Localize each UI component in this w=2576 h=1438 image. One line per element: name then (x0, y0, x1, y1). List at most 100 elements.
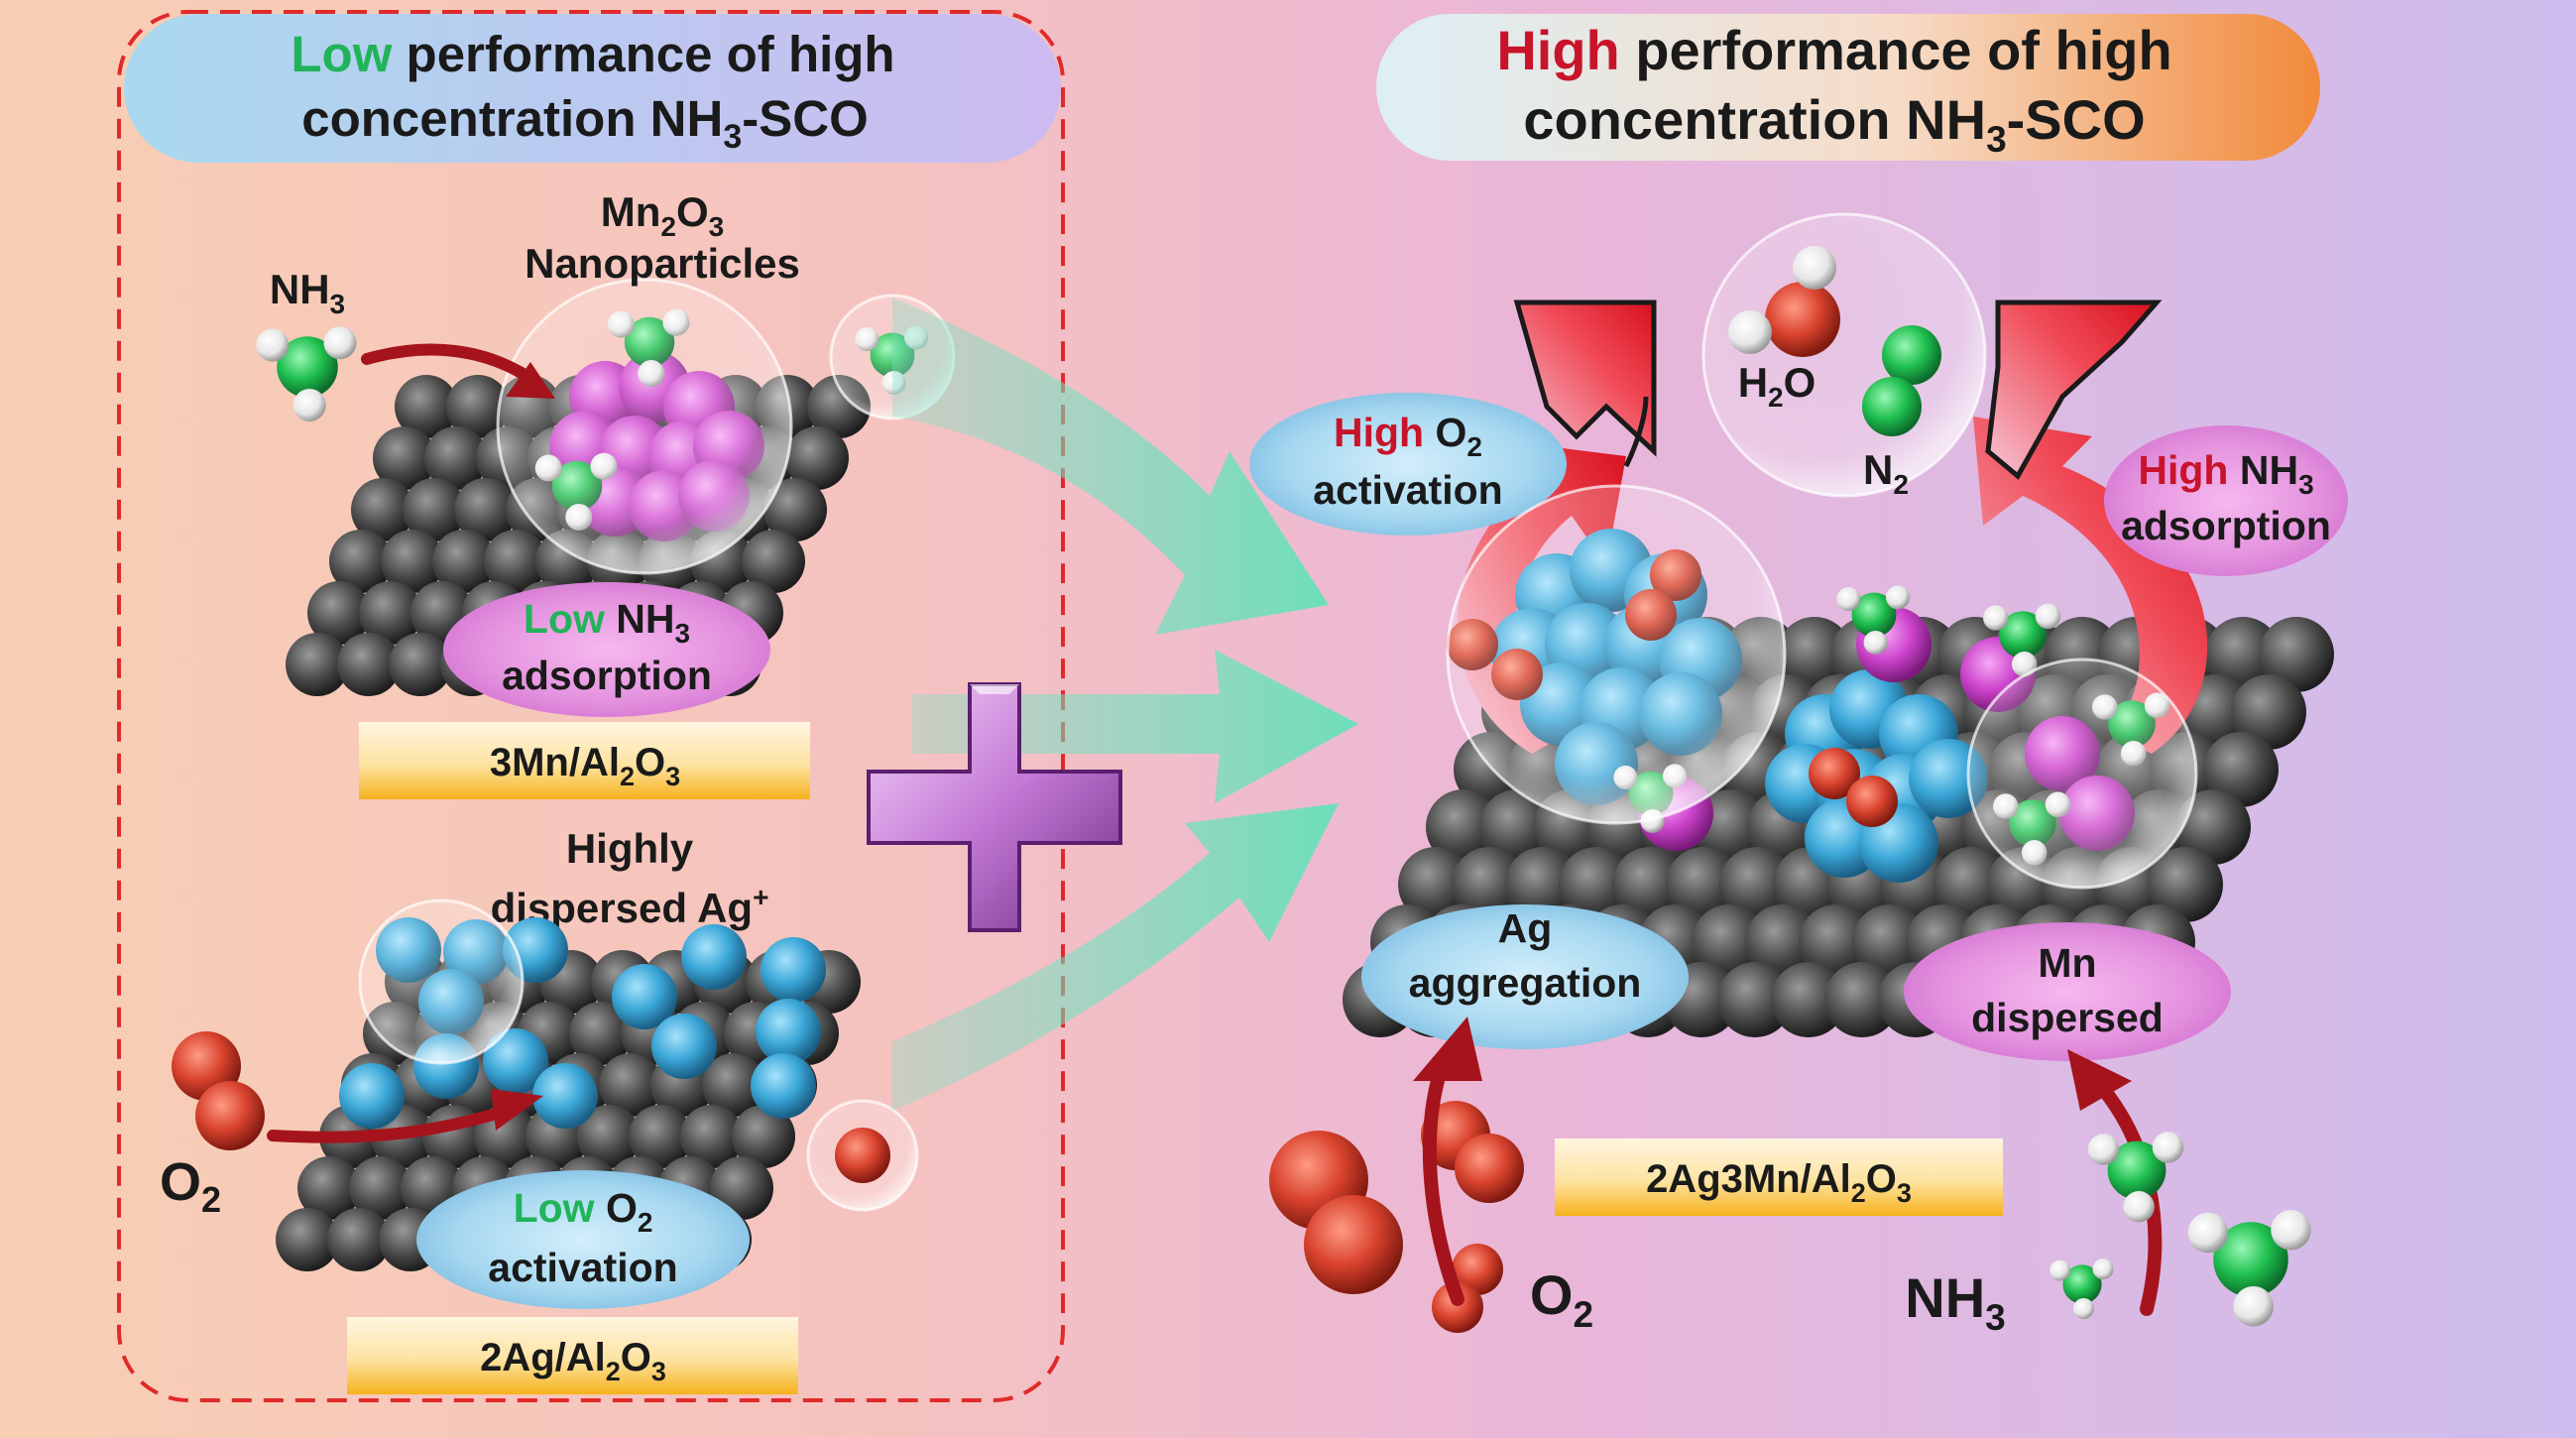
ag-aggregation-badge: Ag aggregation (1361, 904, 1689, 1049)
n-atom (1999, 611, 2047, 659)
ag-atom (751, 1053, 816, 1119)
h-atom (2092, 1258, 2114, 1280)
high-nh3-adsorption-badge: High NH3 adsorption (2104, 425, 2348, 576)
h2o-label: H2O (1738, 359, 1816, 413)
support-sphere (1799, 904, 1874, 980)
mn-cluster-bubble-right (1966, 658, 2198, 890)
svg-text:2Ag3Mn/Al2O3: 2Ag3Mn/Al2O3 (1646, 1157, 1912, 1208)
o2-activation-arrowhead (491, 1089, 543, 1131)
h-atom (2152, 1132, 2184, 1163)
products-bubble (1701, 212, 1987, 498)
n-atom (2062, 1264, 2102, 1304)
support-sphere (327, 1208, 391, 1271)
ag-atom (612, 964, 677, 1029)
o-atom (1809, 748, 1860, 799)
left-title-line1: performance of high (392, 26, 894, 82)
mn-cluster-bubble (496, 278, 793, 575)
mn-dispersed-badge: Mn dispersed (1904, 922, 2231, 1061)
support-sphere (381, 530, 444, 593)
n2-molecule (1862, 325, 1941, 436)
support-sphere (337, 633, 401, 696)
support-sphere (763, 478, 827, 541)
catalyst-bar-3mn: 3Mn/Al2O3 (359, 722, 810, 799)
support-sphere (702, 1053, 765, 1117)
high-o2-activation-badge: High O2 activation (1249, 393, 1567, 536)
n-atom (1851, 592, 1897, 638)
svg-text:Mn: Mn (2038, 940, 2096, 986)
o2-label-left: O2 (160, 1152, 221, 1220)
h-atom (256, 328, 290, 362)
catalyst-bar-2ag: 2Ag/Al2O3 (347, 1317, 798, 1394)
nanoparticles-label: Nanoparticles (525, 240, 800, 287)
h-atom (2087, 1134, 2120, 1165)
support-sphere (286, 633, 349, 696)
svg-text:adsorption: adsorption (2121, 503, 2331, 548)
support-sphere (629, 1105, 692, 1168)
n-atom (277, 336, 338, 398)
svg-text:activation: activation (488, 1245, 677, 1290)
svg-text:dispersed: dispersed (1971, 995, 2164, 1040)
n-atom (2213, 1222, 2288, 1297)
left-title-emph: Low (291, 26, 392, 82)
h-atom (2233, 1286, 2274, 1327)
svg-text:High NH3: High NH3 (2138, 447, 2313, 500)
support-sphere (1479, 789, 1555, 865)
o2-molecules-right (1269, 1101, 1524, 1333)
support-sphere (1398, 847, 1473, 922)
nh3-label-left: NH3 (270, 266, 345, 319)
o2-molecule-left (172, 1031, 265, 1150)
support-sphere (1777, 617, 1852, 692)
support-sphere (569, 1002, 633, 1065)
support-sphere (1745, 904, 1820, 980)
ag-atom (761, 937, 826, 1003)
svg-text:Low O2: Low O2 (514, 1185, 653, 1238)
support-sphere (2148, 847, 2223, 922)
h-atom (293, 389, 326, 421)
o2-label-right: O2 (1530, 1263, 1593, 1335)
support-sphere (389, 633, 452, 696)
nh3-up-arrowhead-right (2067, 1049, 2132, 1111)
support-sphere (680, 1105, 744, 1168)
left-title-line2-post: -SCO (742, 90, 869, 147)
svg-text:Low NH3: Low NH3 (524, 596, 690, 649)
support-sphere (276, 1208, 339, 1271)
support-sphere (307, 581, 371, 645)
h-atom (2187, 1212, 2229, 1254)
low-o2-activation-badge: Low O2 activation (416, 1170, 750, 1309)
support-sphere (1933, 847, 2009, 922)
support-sphere (351, 478, 414, 541)
support-sphere (1666, 847, 1741, 922)
support-sphere (1452, 847, 1527, 922)
highly-label: Highly (566, 825, 694, 872)
support-sphere (373, 426, 436, 490)
svg-text:Ag: Ag (1498, 905, 1553, 951)
support-sphere (1717, 962, 1793, 1037)
ag-cluster-bubble-right (1446, 484, 1787, 825)
svg-text:concentration NH3-SCO: concentration NH3-SCO (1523, 88, 2145, 160)
support-sphere (1426, 789, 1501, 865)
ag-atom (532, 1063, 598, 1129)
nh3-molecules-right (2049, 1132, 2311, 1327)
catalyst-bar-2ag3mn: 2Ag3Mn/Al2O3 (1555, 1138, 2003, 1216)
nh3-molecule-left (256, 326, 357, 421)
left-title-line2-pre: concentration NH (301, 90, 723, 147)
support-sphere (1612, 847, 1688, 922)
h-atom (1863, 631, 1888, 655)
svg-text:2Ag/Al2O3: 2Ag/Al2O3 (480, 1336, 666, 1386)
mn2o3-label: Mn2O3 (601, 188, 724, 242)
support-sphere (577, 1105, 641, 1168)
support-sphere (2203, 732, 2279, 807)
support-sphere (446, 375, 510, 438)
support-sphere (454, 478, 518, 541)
support-sphere (732, 1105, 795, 1168)
svg-text:adsorption: adsorption (502, 653, 712, 698)
support-sphere (1719, 847, 1795, 922)
left-title-line2-sub: 3 (723, 118, 742, 156)
h-atom (323, 326, 357, 360)
svg-text:3Mn/Al2O3: 3Mn/Al2O3 (490, 741, 680, 791)
ag-atom (483, 1028, 548, 1094)
ag-atom (339, 1063, 405, 1129)
h2o-molecule (1728, 246, 1840, 357)
left-title: Low performance of high concentration NH… (124, 14, 1061, 163)
